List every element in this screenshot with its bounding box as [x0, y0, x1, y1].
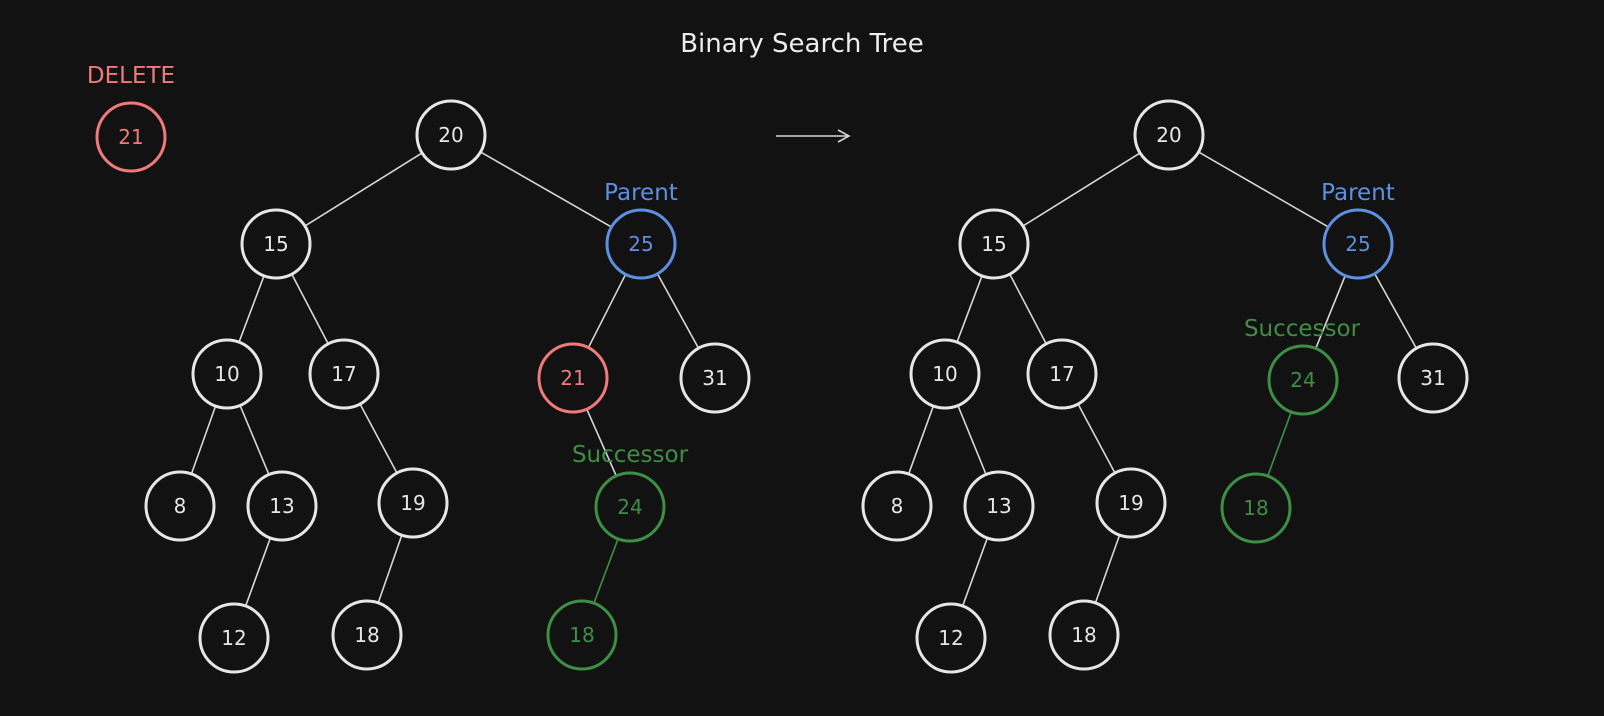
- after-node-8-default: 8: [861, 470, 933, 542]
- after-node-18-default: 18: [1048, 599, 1120, 671]
- before-edge-n15-n17: [290, 273, 330, 345]
- before-node-value: 10: [214, 362, 239, 386]
- after-node-value: 19: [1118, 491, 1143, 515]
- after-node-24-successor: 24: [1267, 344, 1339, 416]
- after-edge-n17-n19: [1077, 403, 1116, 474]
- before-node-8-default: 8: [144, 470, 216, 542]
- before-edge-n20-n25: [479, 151, 613, 228]
- after-edge-n10-n8: [907, 405, 935, 475]
- before-node-24-successor: 24: [594, 471, 666, 543]
- before-parent-label: Parent: [604, 180, 678, 206]
- before-edge-n17-n19: [359, 403, 398, 474]
- after-node-15-default: 15: [958, 208, 1030, 280]
- before-node-21-delete: 21: [537, 342, 609, 414]
- before-node-12-default: 12: [198, 602, 270, 674]
- after-edge-n15-n17: [1008, 273, 1048, 345]
- delete-target-value: 21: [118, 125, 143, 149]
- after-edge-n20-n25: [1197, 151, 1330, 228]
- before-edge-n10-n8: [190, 405, 217, 475]
- before-node-20-default: 20: [415, 99, 487, 171]
- before-node-value: 18: [569, 623, 594, 647]
- after-edge-n15-n10: [956, 275, 983, 343]
- before-node-13-default: 13: [246, 470, 318, 542]
- after-edge-n25-n24: [1314, 274, 1347, 350]
- after-node-value: 24: [1290, 368, 1315, 392]
- after-node-value: 8: [891, 494, 904, 518]
- after-edge-n10-n13: [957, 404, 987, 476]
- after-node-value: 25: [1345, 232, 1370, 256]
- before-edge-n25-n21: [587, 273, 627, 349]
- before-node-19-default: 19: [377, 467, 449, 539]
- before-node-10-default: 10: [191, 338, 263, 410]
- before-node-value: 13: [269, 494, 294, 518]
- after-edge-n24-n18b: [1266, 411, 1293, 477]
- before-node-25-parent: 25: [605, 208, 677, 280]
- before-successor-label: Successor: [572, 442, 689, 468]
- after-node-value: 17: [1049, 362, 1074, 386]
- after-node-value: 12: [938, 626, 963, 650]
- before-node-17-default: 17: [308, 338, 380, 410]
- before-node-value: 20: [438, 123, 463, 147]
- after-node-17-default: 17: [1026, 338, 1098, 410]
- tree-before: 20 15 25 10 17 21 31 8 13 19 24 12 18 18 ParentSuccess…: [144, 99, 751, 674]
- after-edge-n25-n31: [1373, 272, 1418, 350]
- after-node-value: 15: [981, 232, 1006, 256]
- before-edge-n15-n10: [238, 275, 265, 343]
- after-node-25-parent: 25: [1322, 208, 1394, 280]
- delete-label: DELETE: [87, 63, 175, 89]
- transition-arrow-icon: [776, 129, 851, 143]
- before-edge-n13-n12: [244, 537, 272, 607]
- diagram-title: Binary Search Tree: [680, 29, 924, 59]
- after-node-value: 20: [1156, 123, 1181, 147]
- after-node-value: 13: [986, 494, 1011, 518]
- before-node-value: 15: [263, 232, 288, 256]
- after-edge-n13-n12: [961, 537, 989, 607]
- before-node-31-default: 31: [679, 342, 751, 414]
- before-node-15-default: 15: [240, 208, 312, 280]
- after-node-12-default: 12: [915, 602, 987, 674]
- after-node-value: 18: [1243, 496, 1268, 520]
- before-edge-n25-n31: [656, 272, 700, 350]
- before-node-value: 31: [702, 366, 727, 390]
- after-edge-n19-n18a: [1094, 534, 1121, 604]
- before-edge-n24-n18b: [593, 538, 619, 604]
- before-node-value: 24: [617, 495, 642, 519]
- after-node-13-default: 13: [963, 470, 1035, 542]
- before-node-value: 21: [560, 366, 585, 390]
- delete-target-node: 21: [95, 101, 167, 173]
- before-node-value: 19: [400, 491, 425, 515]
- before-edge-n10-n13: [239, 404, 270, 476]
- before-edge-n20-n15: [304, 152, 423, 227]
- before-edge-n19-n18a: [377, 534, 403, 604]
- after-node-19-default: 19: [1095, 467, 1167, 539]
- before-node-value: 8: [174, 494, 187, 518]
- after-node-value: 10: [932, 362, 957, 386]
- after-node-31-default: 31: [1397, 342, 1469, 414]
- after-node-20-default: 20: [1133, 99, 1205, 171]
- before-node-value: 12: [221, 626, 246, 650]
- after-parent-label: Parent: [1321, 180, 1395, 206]
- after-node-value: 18: [1071, 623, 1096, 647]
- after-node-value: 31: [1420, 366, 1445, 390]
- after-successor-label: Successor: [1244, 316, 1361, 342]
- before-node-18-successor: 18: [546, 599, 618, 671]
- before-node-value: 18: [354, 623, 379, 647]
- before-node-value: 25: [628, 232, 653, 256]
- before-node-18-default: 18: [331, 599, 403, 671]
- before-node-value: 17: [331, 362, 356, 386]
- after-node-10-default: 10: [909, 338, 981, 410]
- before-edge-n21-n24: [585, 408, 618, 477]
- after-node-18-successor: 18: [1220, 472, 1292, 544]
- after-edge-n20-n15: [1022, 152, 1141, 227]
